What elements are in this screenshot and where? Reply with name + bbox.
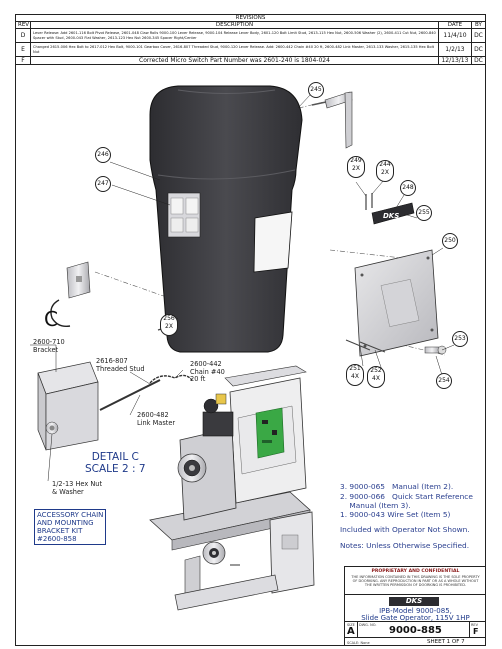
gate-operator-cover xyxy=(149,85,303,353)
size-label: SIZE xyxy=(347,623,355,627)
detail-c-bracket xyxy=(37,361,193,451)
sheet-number: SHEET 1 OF 7 xyxy=(427,639,465,645)
revision-rev: F xyxy=(15,56,31,65)
callout-245: 245 xyxy=(308,82,324,98)
revision-row: D Lever Release: Add 2601-116 Bolt Pivot… xyxy=(15,28,487,43)
operator-chassis xyxy=(149,365,315,611)
revisions-table: REVISIONS REV DESCRIPTION DATE BY D Leve… xyxy=(15,14,487,65)
callout-253: 253 xyxy=(452,331,468,347)
model-title: IPB-Model 9000-085, xyxy=(379,607,452,615)
title-block: PROPRIETARY AND CONFIDENTIAL THE INFORMA… xyxy=(344,566,486,646)
detail-letter: C xyxy=(44,307,58,331)
revision-by: DC xyxy=(470,56,487,65)
end-plate xyxy=(354,249,439,357)
revision-row: F Corrected Micro Switch Part Number was… xyxy=(15,56,487,65)
limit-switch-bracket xyxy=(50,261,169,331)
scale-label: SCALE: None xyxy=(347,641,370,645)
note-item-3: 3. 9000-065 Manual (Item 2). xyxy=(340,482,454,491)
drawing-number: 9000-885 xyxy=(389,625,442,636)
svg-text:DKS: DKS xyxy=(383,212,399,220)
callout-246: 246 xyxy=(95,147,111,163)
label-hex-nut: 1/2-13 Hex Nut & Washer xyxy=(52,480,103,496)
drawing-number-section: SIZE DWG. NO. REV A 9000-885 F xyxy=(345,622,486,638)
callout-247: 247 xyxy=(95,176,111,192)
top-bracket xyxy=(311,91,353,149)
revision-rev: E xyxy=(15,42,31,57)
note-included: Included with Operator Not Shown. xyxy=(340,525,470,534)
sheet-section: SCALE: None SHEET 1 OF 7 xyxy=(345,638,486,647)
doorking-logo: DKS xyxy=(389,597,439,606)
label-link-master: 2600-482 Link Master xyxy=(137,411,176,427)
rev-value: F xyxy=(473,627,479,636)
revision-row: E Changed 2615-006 Hex Bolt to 2617-012 … xyxy=(15,42,487,57)
label-chain: 2600-442 Chain #40 20 ft xyxy=(190,360,225,383)
callout-255: 255 xyxy=(416,205,432,221)
note-item-2: 2. 9000-066 Quick Start Reference Manual… xyxy=(340,492,473,510)
size-value: A xyxy=(347,626,355,637)
proprietary-text: THE INFORMATION CONTAINED IN THIS DRAWIN… xyxy=(351,575,480,587)
dks-emblem: DKS xyxy=(365,193,415,225)
callout-248: 248 xyxy=(400,180,416,196)
dwg-label: DWG. NO. xyxy=(359,623,377,627)
note-item-1: 1. 9000-043 Wire Set (Item 5) xyxy=(340,510,451,519)
callout-250: 250 xyxy=(442,233,458,249)
model-subtitle: Slide Gate Operator, 115V 1HP xyxy=(361,614,470,622)
callout-254: 254 xyxy=(436,373,452,389)
rev-label: REV xyxy=(471,623,479,627)
accessory-kit-label: ACCESSORY CHAIN AND MOUNTING BRACKET KIT… xyxy=(34,509,107,545)
note-otherwise: Notes: Unless Otherwise Specified. xyxy=(340,541,470,550)
proprietary-section: PROPRIETARY AND CONFIDENTIAL THE INFORMA… xyxy=(345,567,486,595)
label-threaded-stud: 2616-807 Threaded Stud xyxy=(96,357,145,373)
proprietary-heading: PROPRIETARY AND CONFIDENTIAL xyxy=(371,569,460,574)
label-bracket: 2600-710 Bracket xyxy=(33,338,65,354)
detail-title: DETAIL C SCALE 2 : 7 xyxy=(85,451,146,475)
logo-section: DKS IPB-Model 9000-085, Slide Gate Opera… xyxy=(345,595,486,622)
